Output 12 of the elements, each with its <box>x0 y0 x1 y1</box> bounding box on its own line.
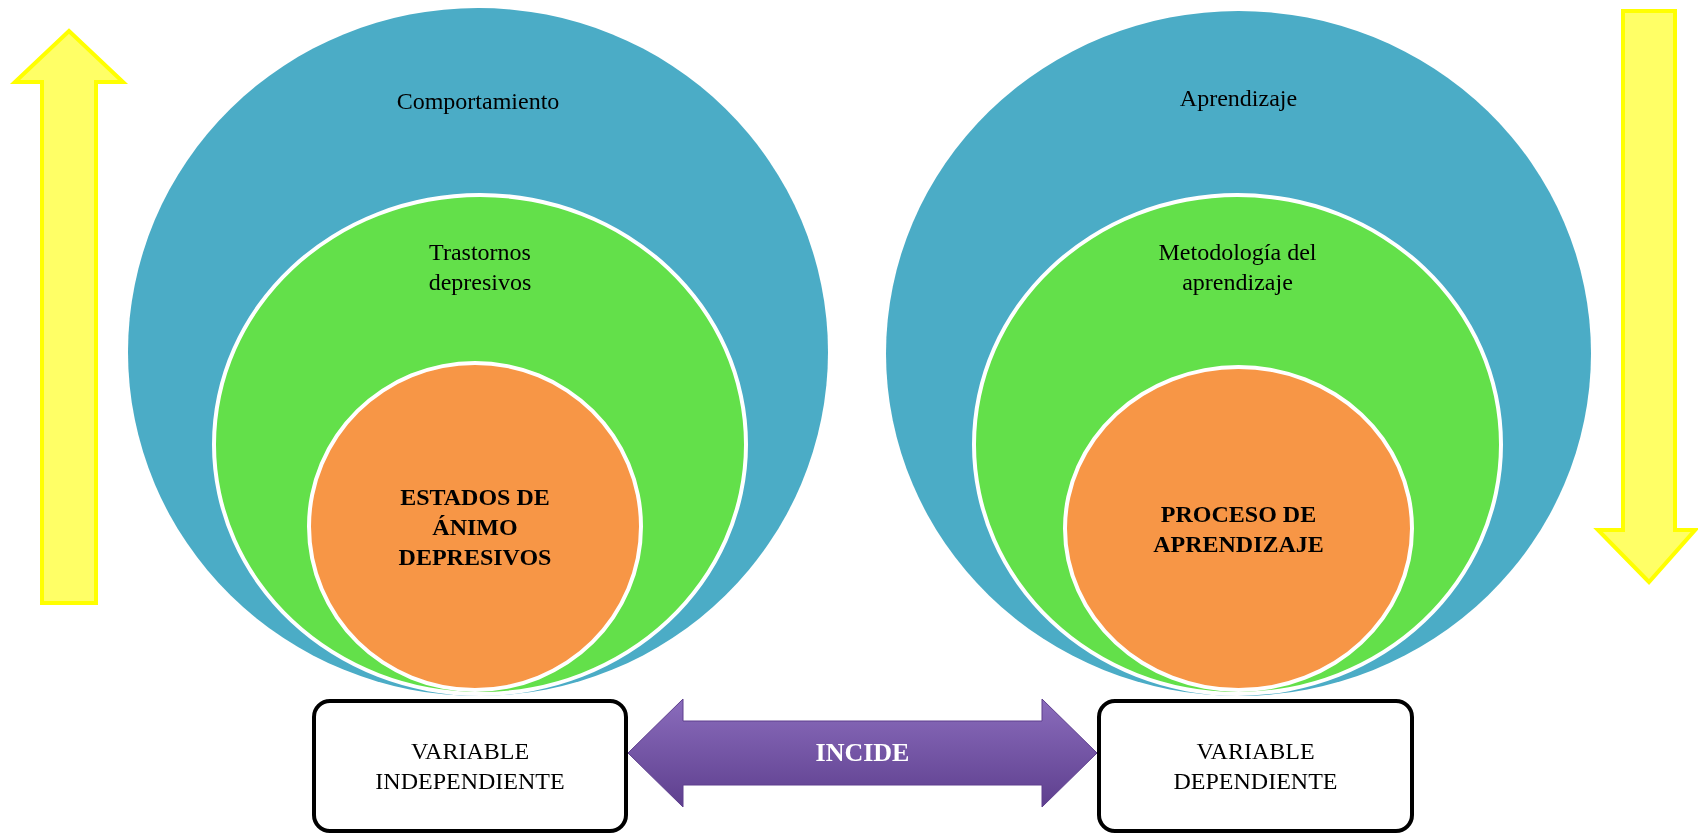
node-label: PROCESO DE APRENDIZAJE <box>1152 499 1325 559</box>
node-label: VARIABLE DEPENDIENTE <box>1172 737 1339 796</box>
node-label: Metodología del aprendizaje <box>1157 238 1318 297</box>
variable-box <box>312 699 628 833</box>
node-label: Comportamiento <box>395 87 561 116</box>
edge-label: INCIDE <box>815 738 910 768</box>
node-label: Trastornos depresivos <box>427 238 533 297</box>
node-label: Aprendizaje <box>1178 84 1299 113</box>
node-label: ESTADOS DE ÁNIMO DEPRESIVOS <box>397 482 553 572</box>
node-label: VARIABLE INDEPENDIENTE <box>374 737 566 796</box>
double-arrow <box>627 698 1098 808</box>
variable-box <box>1097 699 1414 833</box>
